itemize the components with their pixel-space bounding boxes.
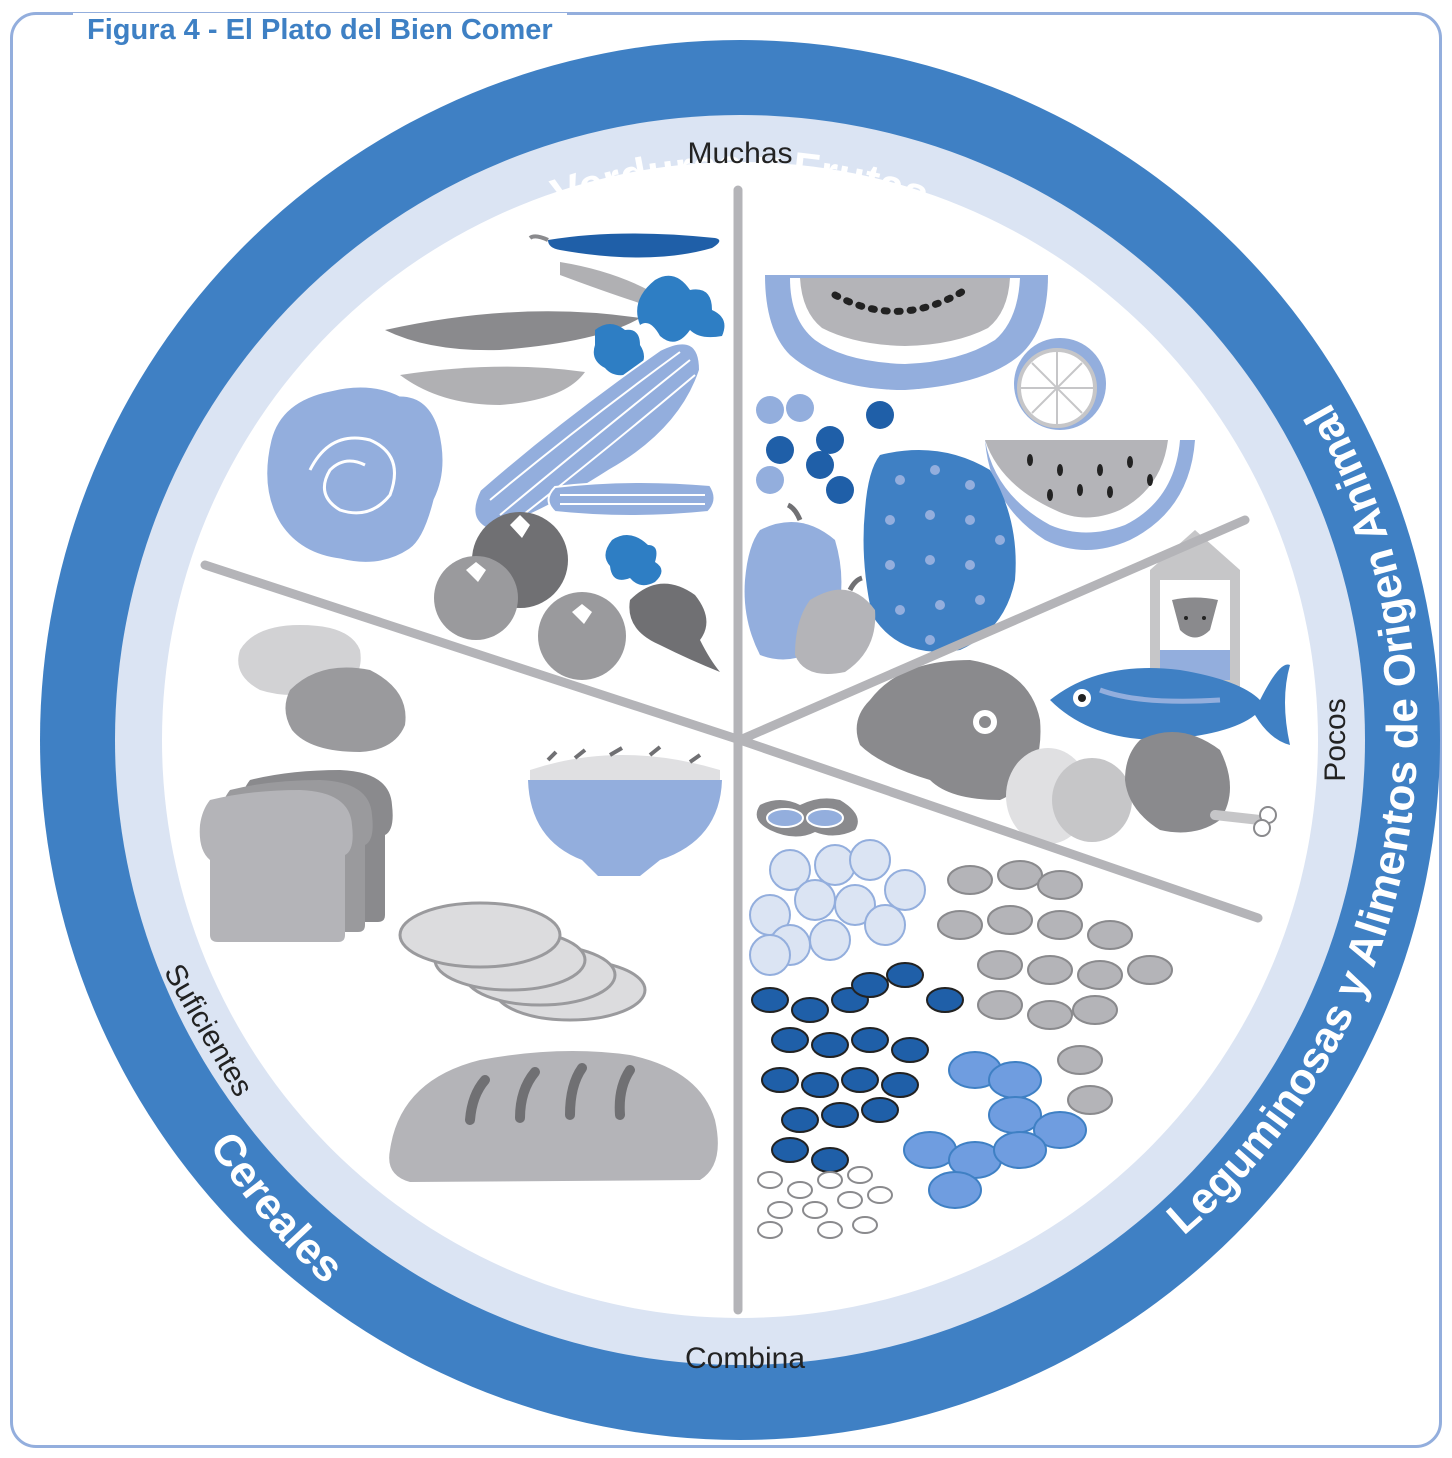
tomato-icon — [434, 512, 626, 680]
egg-icon — [1006, 748, 1132, 844]
lentils-icon — [749, 839, 926, 976]
lettuce-icon — [264, 384, 446, 565]
fish-icon — [1050, 664, 1290, 745]
loaf-icon — [389, 1051, 718, 1182]
figure-frame: Figura 4 - El Plato del Bien Comer — [10, 12, 1442, 1448]
cucumber-icon — [473, 342, 716, 532]
carrot-icon — [385, 262, 690, 405]
portion-label-pocos: Pocos — [1319, 698, 1352, 781]
bread-slices-icon — [199, 770, 393, 942]
chili-icon — [528, 233, 720, 258]
radish-icon — [605, 535, 720, 672]
black-beans-icon — [751, 962, 964, 1173]
peanut-icon — [756, 798, 858, 837]
watermelon-icon — [985, 440, 1195, 550]
figure-title: Figura 4 - El Plato del Bien Comer — [73, 13, 567, 47]
divider-top-right — [735, 515, 1250, 745]
carrot-greens-icon — [593, 275, 725, 376]
mango-icon — [744, 502, 876, 674]
pineapple-icon — [863, 450, 1016, 652]
divider-bottom-right — [735, 735, 1263, 923]
rice-bowl-icon — [528, 745, 722, 876]
broad-beans-icon — [903, 1051, 1087, 1209]
white-beans-icon — [757, 1166, 893, 1239]
papaya-icon — [765, 275, 1048, 390]
portion-label-combina: Combina — [685, 1342, 805, 1375]
divider-left — [200, 560, 745, 745]
blackberries-icon — [756, 394, 894, 504]
milk-carton-icon — [1150, 530, 1240, 690]
lime-icon — [1014, 338, 1106, 430]
portion-label-muchas: Muchas — [687, 137, 792, 170]
tortilla-icon — [398, 901, 647, 1022]
potato-icon — [238, 625, 406, 752]
pinto-beans-icon — [937, 860, 1173, 1115]
chicken-leg-icon — [1125, 732, 1277, 837]
steak-icon — [856, 660, 1041, 800]
